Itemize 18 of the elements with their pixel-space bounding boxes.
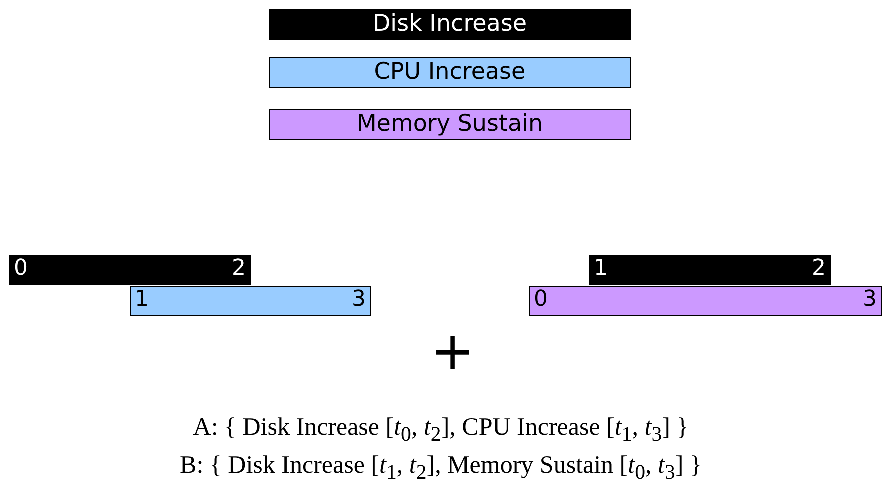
legend-label: CPU Increase — [374, 61, 526, 84]
time-index: 1 — [594, 258, 608, 280]
plus-sign: + — [431, 326, 475, 378]
legend-label: Memory Sustain — [356, 113, 544, 136]
set-description: B: { Disk Increase [t$_{1}$, t$_{2}$], Memory Sustain [t$_{0}$, t$_{3}$] } — [179, 452, 703, 485]
timeline-bar — [130, 286, 371, 316]
time-index: 0 — [534, 289, 548, 311]
timeline-bar — [589, 255, 831, 285]
time-index: 2 — [812, 258, 826, 280]
time-index: 0 — [14, 258, 28, 280]
timeline-bar — [529, 286, 882, 316]
legend-label: Disk Increase — [372, 13, 528, 36]
timeline-bar — [9, 255, 251, 285]
set-description: A: { Disk Increase [t$_{0}$, t$_{2}$], CPU Increase [t$_{1}$, t$_{3}$] } — [192, 414, 690, 447]
time-index: 3 — [352, 289, 366, 311]
time-index: 1 — [135, 289, 149, 311]
time-index: 2 — [232, 258, 246, 280]
time-index: 3 — [863, 289, 877, 311]
